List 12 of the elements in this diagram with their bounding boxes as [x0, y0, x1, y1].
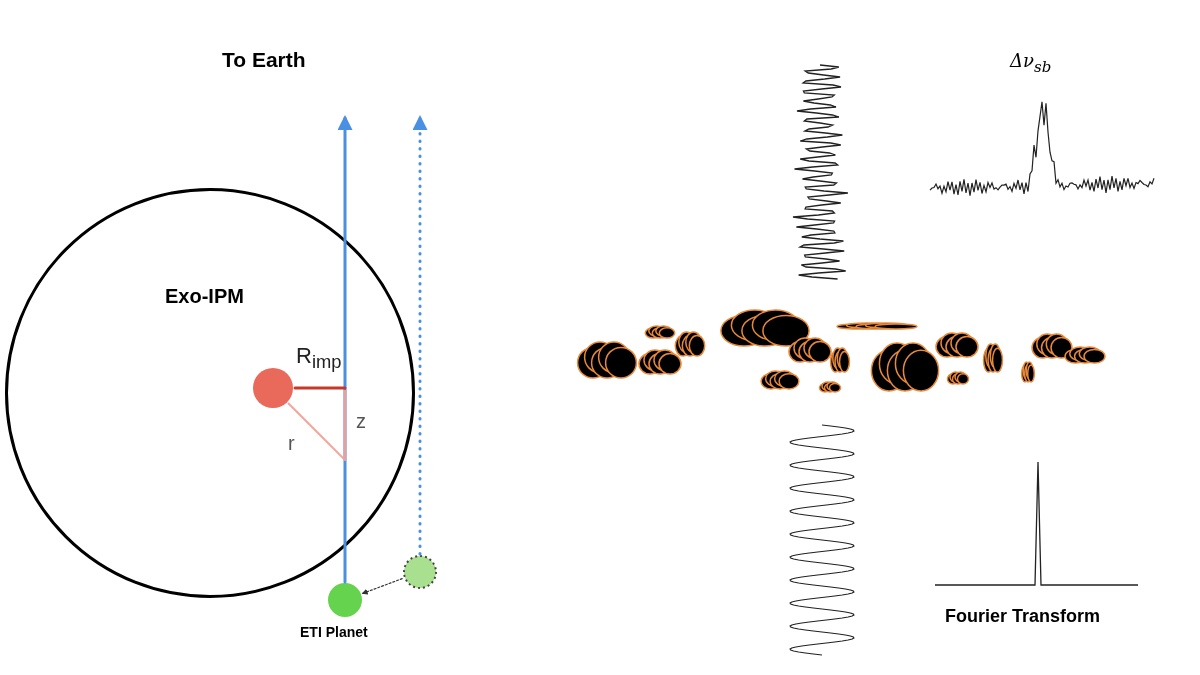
axis-label: z	[356, 410, 366, 433]
edge-label: r	[288, 432, 295, 455]
connector-line	[287, 402, 346, 461]
arrow	[412, 115, 428, 556]
connector-line	[293, 386, 347, 390]
frequency-label: Δν$_{sb}$	[1010, 50, 1052, 76]
direction-label: To Earth	[222, 48, 306, 72]
planet-label: ETI Planet	[300, 624, 368, 640]
arrow	[361, 578, 403, 595]
region-label: Exo-IPM	[165, 285, 244, 308]
axis-label: Fourier Transform	[945, 606, 1101, 627]
edge-label: R$_{imp}$	[296, 343, 342, 374]
